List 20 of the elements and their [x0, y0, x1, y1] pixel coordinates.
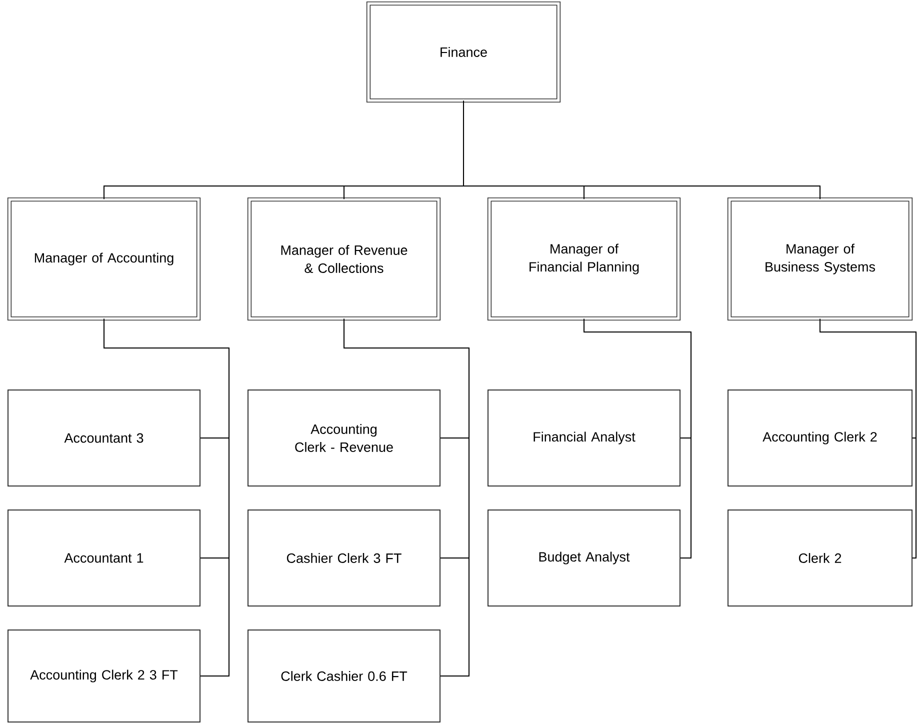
manager-box: Manager of Revenue & Collections — [247, 197, 441, 321]
connector-line — [584, 318, 692, 558]
manager-box: Manager of Business Systems — [727, 197, 913, 321]
position-box: Budget Analyst — [488, 510, 680, 606]
connector-line — [820, 318, 917, 558]
manager-box: Manager of Financial Planning — [487, 197, 681, 321]
position-box: Accountant 1 — [8, 510, 200, 606]
connector-line — [463, 100, 820, 200]
position-box: Accountant 3 — [8, 390, 200, 486]
connector-line — [104, 318, 230, 676]
position-box: Accounting Clerk - Revenue — [248, 390, 440, 486]
manager-box: Manager of Accounting — [7, 197, 201, 321]
position-box: Financial Analyst — [488, 390, 680, 486]
connector-line — [344, 318, 470, 676]
position-box: Accounting Clerk 2 3 FT — [8, 630, 200, 722]
department-box: Finance — [366, 1, 561, 103]
position-box: Clerk Cashier 0.6 FT — [248, 630, 440, 722]
position-box: Clerk 2 — [728, 510, 913, 606]
position-box: Accounting Clerk 2 — [728, 390, 913, 486]
position-box: Cashier Clerk 3 FT — [248, 510, 440, 606]
